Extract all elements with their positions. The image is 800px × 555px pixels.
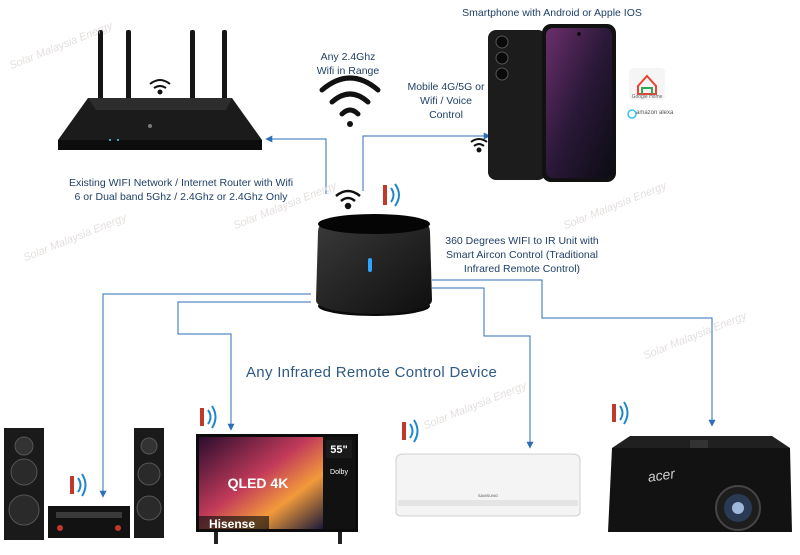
ir-unit-ir-signal-icon [383,183,400,207]
tv-tech-text: QLED 4K [228,475,289,491]
tv-ir-signal-icon [200,405,217,429]
mobile-control-label: Mobile 4G/5G or Wifi / Voice Control [407,81,485,121]
phone-wifi-icon [470,138,488,153]
router-device [58,30,262,150]
speaker-system-device [4,428,164,540]
connection-lines [99,132,716,498]
line-to-aircon [432,287,534,449]
smartphone-device [488,24,616,182]
router-wifi-icon [149,79,171,95]
line-to-tv [177,301,311,431]
google-home-logo [629,68,665,100]
projector-ir-signal-icon [612,401,629,425]
projector-device: acer [608,436,792,532]
tv-size-text: 55" [330,444,347,456]
any-ir-device-label: Any Infrared Remote Control Device [246,364,498,381]
wifi-range-label: Any 2.4Ghz Wifi in Range [316,51,380,77]
line-to-speakers [99,293,311,498]
tv-brand-text: Hisense [209,517,255,531]
aircon-brand-text: SAMSUNG [478,493,498,498]
line-to-phone [362,132,491,191]
tv-device: 55" Dolby QLED 4K Hisense [196,434,358,544]
ir-unit-wifi-icon [335,189,361,210]
projector-brand-text: acer [647,465,678,485]
ir-unit-caption: 360 Degrees WIFI to IR Unit with Smart A… [445,235,599,275]
google-home-label: Google Home [631,94,663,100]
speaker-ir-signal-icon [70,473,87,497]
tv-dolby-text: Dolby [330,469,348,476]
line-to-router [265,135,327,194]
alexa-label: amazon alexa [636,110,674,116]
line-to-projector [432,279,716,427]
ir-unit-device [316,214,432,316]
alexa-icon [627,109,637,119]
aircon-ir-signal-icon [402,419,419,443]
aircon-device: SAMSUNG [395,453,581,517]
wifi-range-icon [319,75,381,127]
router-caption: Existing WIFI Network / Internet Router … [68,177,294,203]
phone-caption: Smartphone with Android or Apple IOS [462,7,642,19]
